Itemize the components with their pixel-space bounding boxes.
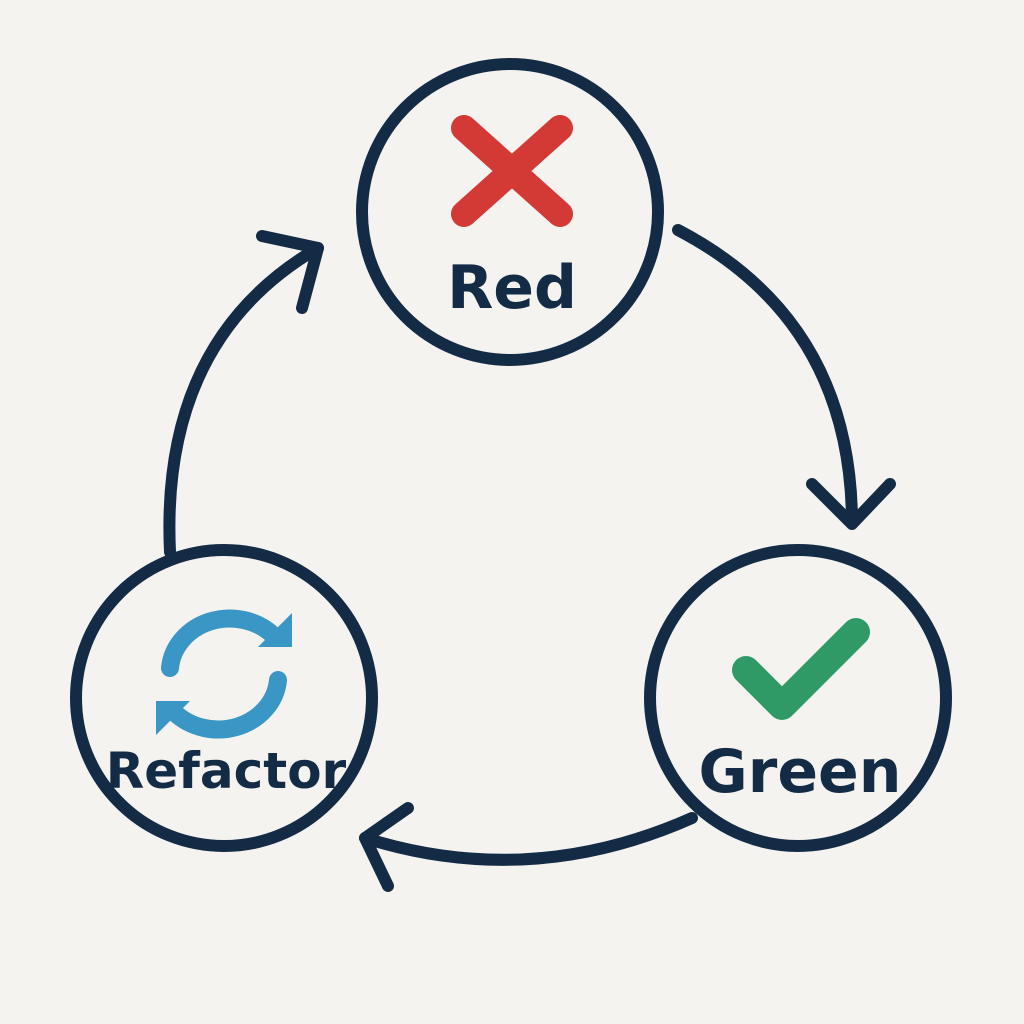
refresh-icon [156, 609, 292, 739]
node-red: Red [356, 58, 664, 366]
node-refactor-ring [70, 544, 378, 852]
node-green-label: Green [699, 737, 902, 807]
connector-green-to-refactor [359, 802, 698, 892]
check-icon [732, 618, 870, 720]
node-refactor-label: Refactor [106, 742, 347, 800]
cross-icon [451, 115, 573, 227]
connector-red-to-green [672, 224, 896, 530]
connector-refactor-to-red [163, 230, 324, 558]
node-refactor: Refactor [70, 544, 378, 852]
node-green: Green [644, 544, 952, 852]
node-red-ring [356, 58, 664, 366]
node-red-label: Red [447, 253, 577, 323]
